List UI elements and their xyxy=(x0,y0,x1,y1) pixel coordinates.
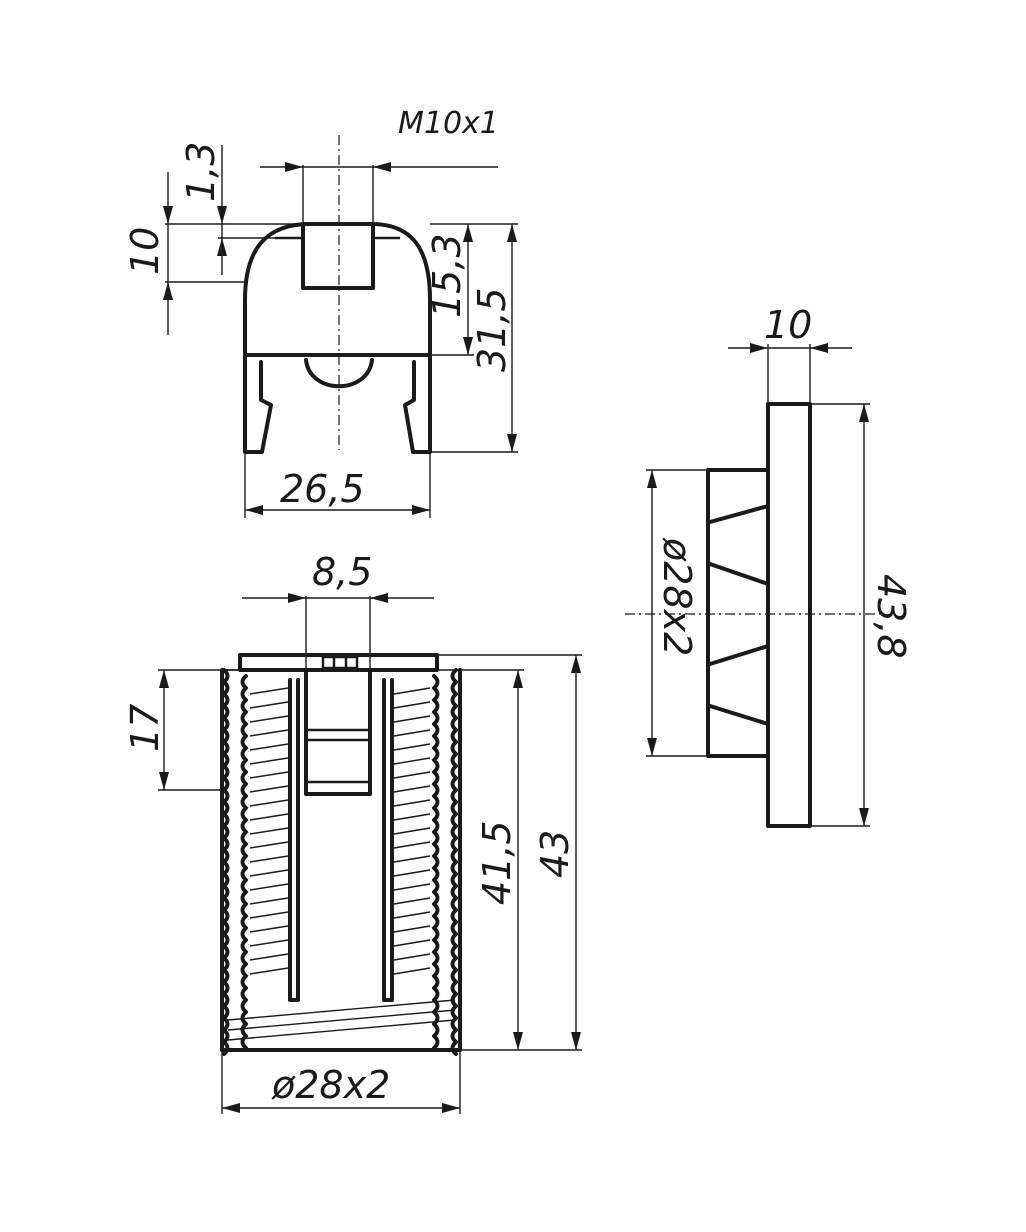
thread-line xyxy=(393,939,431,947)
dim-width-26-5: 26,5 xyxy=(280,467,365,511)
left-leg xyxy=(243,353,273,454)
center-slot xyxy=(288,678,300,1002)
thread-line xyxy=(393,813,431,821)
thread-line xyxy=(393,897,431,905)
thread-line xyxy=(393,911,431,919)
thread-line xyxy=(249,869,289,877)
arrow-icon xyxy=(285,162,303,172)
dim-cap-15-3: 15,3 xyxy=(425,233,469,318)
slot-insert xyxy=(304,668,372,796)
dim-diameter-side: ø28x2 xyxy=(655,537,699,656)
thread-line xyxy=(249,897,289,905)
thread-line xyxy=(393,771,431,779)
thread-line xyxy=(249,953,289,961)
thread-line xyxy=(393,855,431,863)
top-view: M10x1 1,3 10 15,3 31,5 26,5 xyxy=(123,106,518,518)
thread-line xyxy=(249,939,289,947)
thread-line xyxy=(249,925,289,933)
thread-line xyxy=(249,911,289,919)
thread-line xyxy=(249,743,289,751)
dim-top-10: 10 xyxy=(123,227,167,275)
thread-line xyxy=(249,785,289,793)
thread-line xyxy=(249,729,289,737)
thread-line xyxy=(249,855,289,863)
dim-total-43: 43 xyxy=(533,830,577,878)
thread-label: M10x1 xyxy=(398,106,499,141)
thread-line xyxy=(249,687,289,695)
thread-crest-inner-right xyxy=(432,674,440,1050)
thread-line xyxy=(249,771,289,779)
thread-line xyxy=(249,827,289,835)
side-rib-1 xyxy=(708,504,770,524)
thread-line xyxy=(393,757,431,765)
thread-line xyxy=(393,869,431,877)
thread-line xyxy=(393,729,431,737)
right-leg xyxy=(403,353,432,454)
thread-crest-left xyxy=(222,668,230,1056)
thread-line xyxy=(393,883,431,891)
side-view: 10 ø28x2 43,8 xyxy=(625,303,913,828)
front-view: 8,5 17 41,5 43 ø28x2 xyxy=(123,550,582,1114)
thread-line xyxy=(393,687,431,695)
thread-line xyxy=(249,757,289,765)
dim-side-width-10: 10 xyxy=(764,303,812,347)
dim-side-height-43-8: 43,8 xyxy=(869,574,913,659)
thread-line xyxy=(393,743,431,751)
dim-inner-41-5: 41,5 xyxy=(475,820,519,905)
dim-lip-1-3: 1,3 xyxy=(179,142,223,202)
thread-line xyxy=(249,701,289,709)
thread-line xyxy=(393,925,431,933)
thread-line xyxy=(249,799,289,807)
thread-crest-right xyxy=(450,668,458,1056)
thread-line xyxy=(393,827,431,835)
dim-slot-8-5: 8,5 xyxy=(312,550,372,594)
dim-diameter-front: ø28x2 xyxy=(271,1063,390,1107)
thread-line xyxy=(393,967,431,975)
thread-line xyxy=(393,841,431,849)
thread-line xyxy=(249,883,289,891)
dim-thread-17: 17 xyxy=(123,704,167,752)
thread-bore xyxy=(301,222,375,290)
side-rib-block xyxy=(706,468,770,758)
dim-total-31-5: 31,5 xyxy=(470,287,514,372)
thread-line xyxy=(393,715,431,723)
cap-bump xyxy=(304,358,374,389)
thread-line xyxy=(393,953,431,961)
thread-line xyxy=(393,701,431,709)
thread-line xyxy=(249,715,289,723)
thread-line xyxy=(249,813,289,821)
side-plate xyxy=(766,402,812,828)
thread-line xyxy=(249,967,289,975)
thread-line xyxy=(249,841,289,849)
thread-lines xyxy=(249,687,431,975)
thread-line xyxy=(393,785,431,793)
thread-line xyxy=(393,799,431,807)
thread-crest-inner-left xyxy=(240,674,248,1050)
